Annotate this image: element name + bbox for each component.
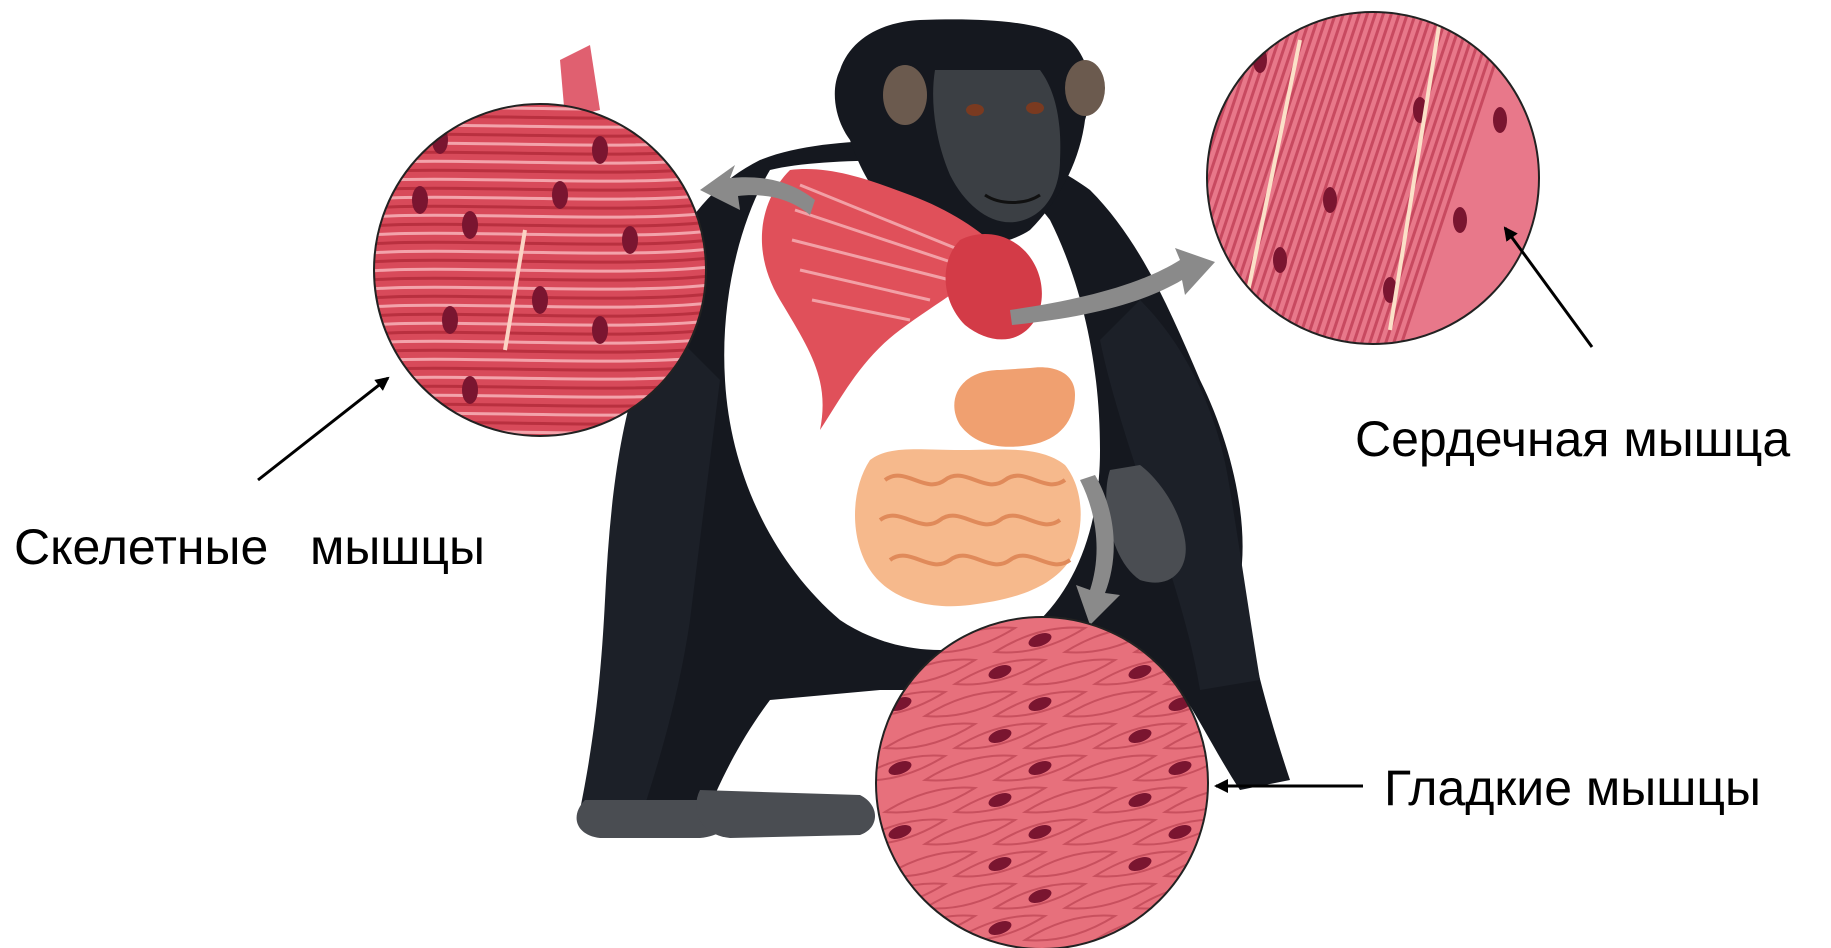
skeletal-muscle-tissue <box>370 45 710 436</box>
chimp-right-eye <box>1026 102 1044 114</box>
chimp-left-ear <box>883 65 927 125</box>
cardiac-muscle-label: Сердечная мышца <box>1355 414 1790 464</box>
skeletal-pointer-arrow <box>258 378 388 480</box>
chimp-left-eye <box>966 104 984 116</box>
cardiac-pointer-arrow <box>1505 228 1592 347</box>
chimp-left-hand <box>696 790 875 838</box>
skeletal-muscle-label: Скелетные мышцы <box>14 522 485 572</box>
chimp-right-ear <box>1065 60 1105 116</box>
smooth-muscle-label: Гладкие мышцы <box>1384 763 1761 813</box>
